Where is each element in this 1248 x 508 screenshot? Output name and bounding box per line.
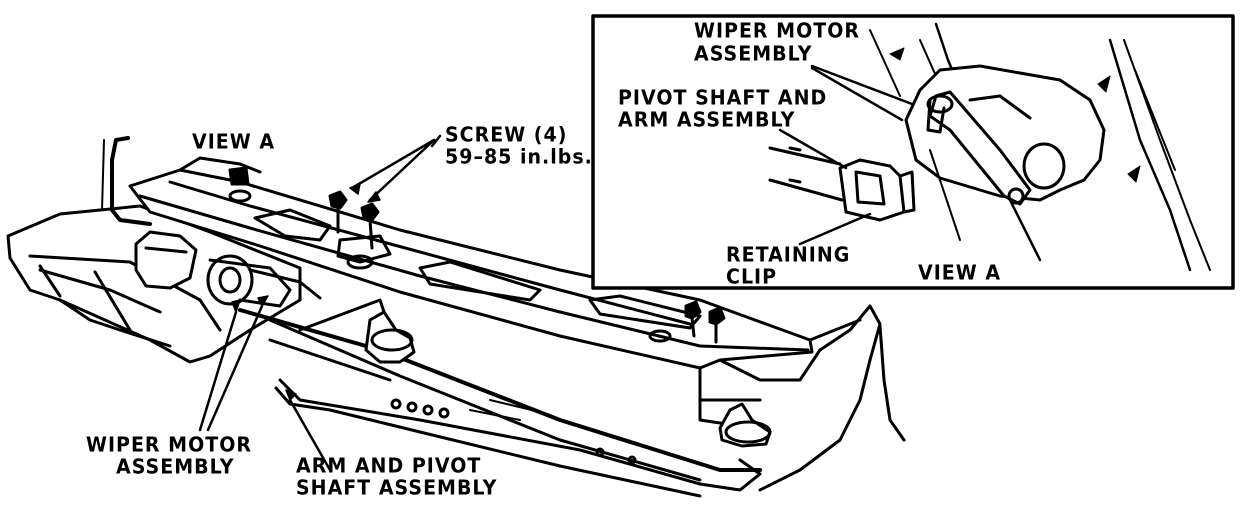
- arrowhead-icon: [367, 191, 381, 203]
- arm-pivot-shaft-label-2: SHAFT ASSEMBLY: [296, 475, 498, 500]
- screw-torque-label: 59–85 in.lbs.: [445, 144, 593, 169]
- inset-retaining-clip-label: RETAINING: [726, 242, 851, 267]
- arrowhead-icon: [257, 295, 269, 307]
- inset-wiper-motor-label: WIPER MOTOR: [694, 18, 860, 43]
- arrowhead-icon: [349, 183, 361, 195]
- cowl-panel-drawing: [6, 136, 906, 498]
- inset-pivot-shaft-label: PIVOT SHAFT AND: [618, 85, 828, 110]
- screw-label: SCREW (4): [445, 122, 568, 147]
- arrowhead-icon: [285, 389, 297, 401]
- inset-wiper-motor-label-2: ASSEMBLY: [694, 41, 813, 66]
- wiper-motor-assembly-label-2: ASSEMBLY: [116, 454, 235, 479]
- screw-icon: [328, 190, 726, 344]
- inset-view-a-label: VIEW A: [918, 260, 1002, 285]
- leader-lines: [198, 134, 442, 472]
- inset-pivot-shaft-label-2: ARM ASSEMBLY: [618, 107, 796, 132]
- inset-retaining-clip-label-2: CLIP: [726, 264, 778, 289]
- wiper-motor-assembly-label: WIPER MOTOR: [86, 432, 252, 457]
- arrowhead-icon: [231, 299, 241, 313]
- view-a-label: VIEW A: [192, 129, 276, 154]
- arm-pivot-shaft-label: ARM AND PIVOT: [296, 453, 482, 478]
- inset-view-a-drawing: [591, 14, 1235, 290]
